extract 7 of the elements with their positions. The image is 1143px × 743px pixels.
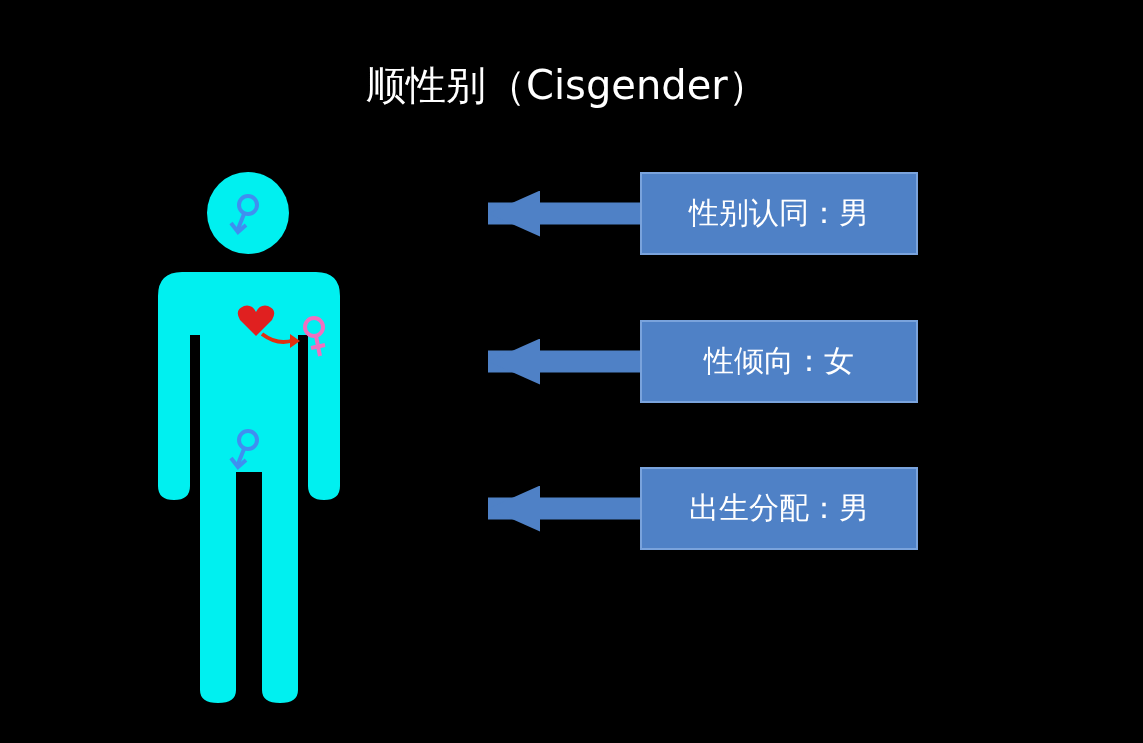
title: 顺性别（Cisgender）: [366, 61, 768, 110]
arrow: [488, 338, 640, 385]
arrow: [488, 190, 640, 237]
arrow: [488, 485, 640, 532]
label-box: 性别认同：男: [640, 172, 918, 255]
label-box: 性倾向：女: [640, 320, 918, 403]
label-box: 出生分配：男: [640, 467, 918, 550]
